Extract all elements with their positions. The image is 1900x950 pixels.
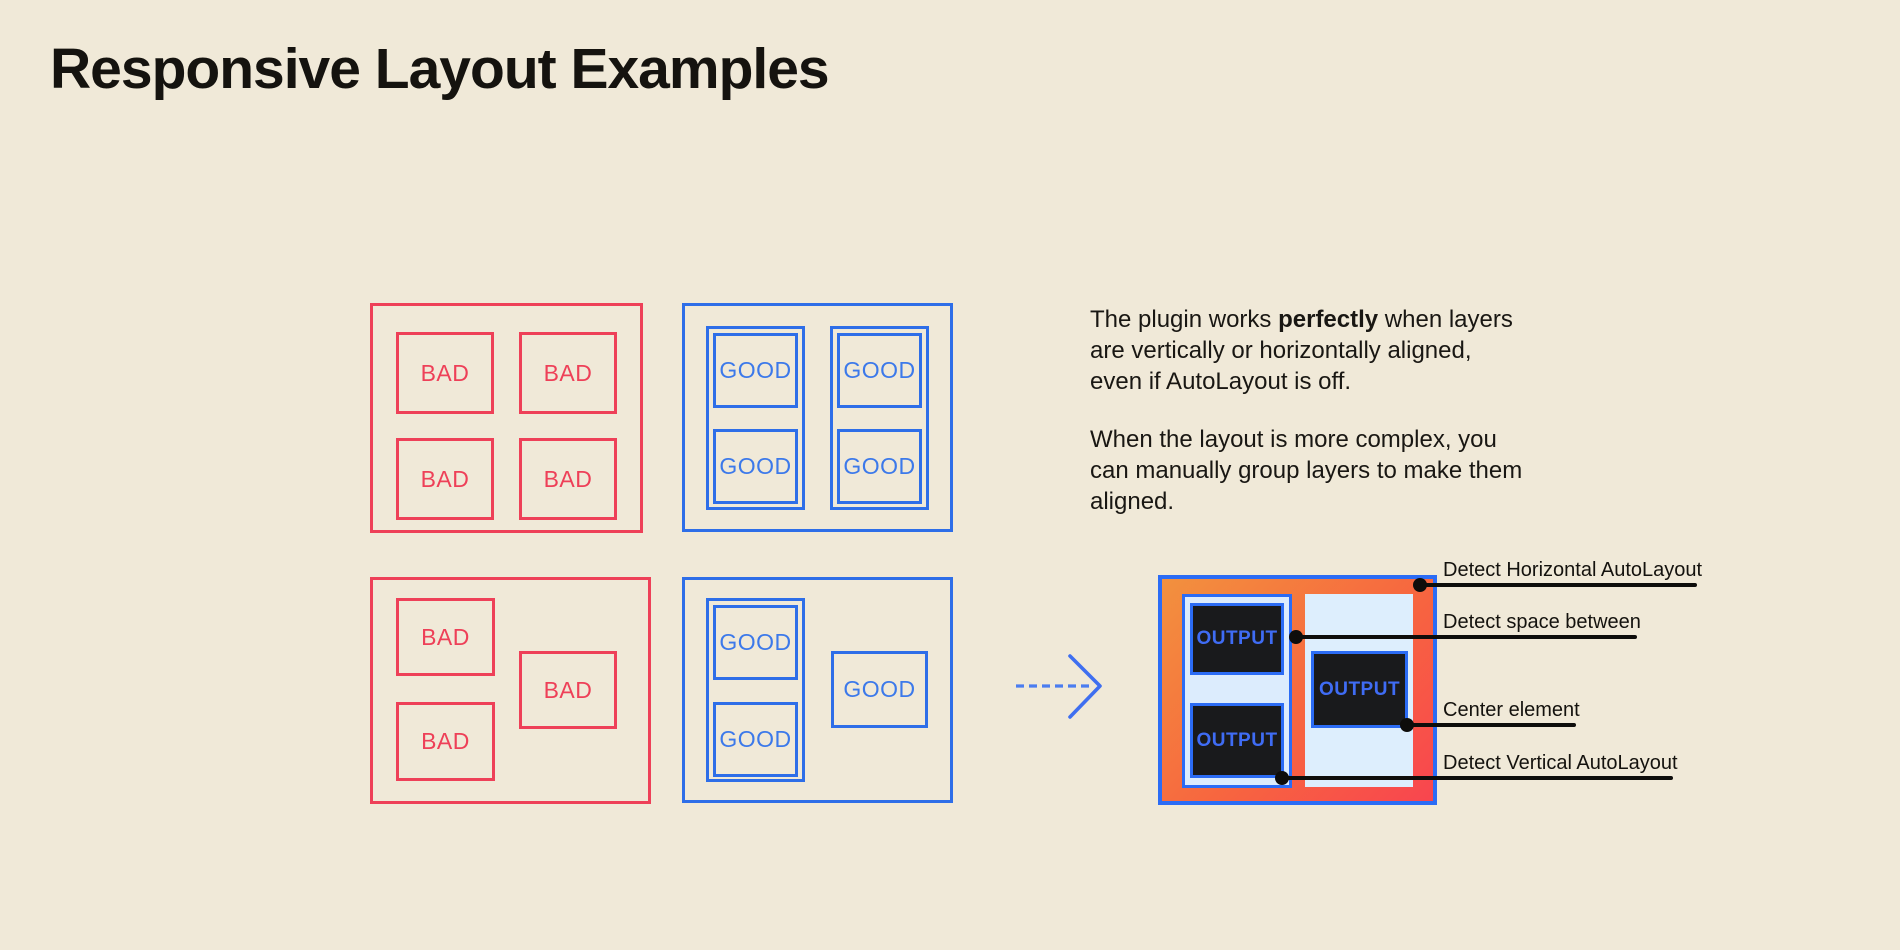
description-paragraph-1: The plugin works perfectly when layers a…: [1090, 304, 1528, 397]
output-label: OUTPUT: [1196, 729, 1278, 751]
bad-box-label: BAD: [421, 728, 470, 754]
arrow-right-icon: [1016, 654, 1102, 719]
bad-box-label: BAD: [420, 465, 470, 492]
good-box-label: GOOD: [843, 453, 916, 479]
good-box: GOOD: [837, 333, 922, 408]
good-box-label: GOOD: [843, 357, 916, 383]
output-box: OUTPUT: [1190, 703, 1284, 778]
good-box: GOOD: [713, 429, 798, 504]
bad-box: BAD: [519, 332, 617, 414]
bad-box-label: BAD: [420, 359, 470, 386]
bad-box: BAD: [396, 598, 495, 676]
bad-box: BAD: [396, 438, 494, 520]
description-segment: The plugin works: [1090, 306, 1279, 333]
bad-box-label: BAD: [543, 676, 593, 703]
good-box-label: GOOD: [719, 629, 792, 655]
output-label: OUTPUT: [1318, 678, 1401, 700]
good-box: GOOD: [713, 702, 798, 777]
annotation-label: Center element: [1443, 699, 1580, 721]
good-box-label: GOOD: [719, 453, 792, 479]
bad-freeform-panel: BAD BAD BAD: [370, 577, 651, 804]
bad-box: BAD: [396, 332, 494, 414]
good-box-label: GOOD: [719, 726, 792, 752]
description-paragraph-2: When the layout is more complex, you can…: [1090, 426, 1523, 515]
result-autolayout-diagram: OUTPUT OUTPUT OUTPUT: [1158, 575, 1437, 805]
annotation-label: Detect Horizontal AutoLayout: [1443, 559, 1703, 581]
good-box-label: GOOD: [843, 676, 916, 702]
good-box: GOOD: [837, 429, 922, 504]
good-group: GOOD GOOD: [706, 598, 805, 782]
good-box: GOOD: [713, 333, 798, 408]
good-group: GOOD GOOD: [830, 326, 929, 510]
bad-box-label: BAD: [421, 623, 470, 650]
good-group: GOOD GOOD: [706, 326, 805, 510]
bad-box-label: BAD: [543, 465, 593, 492]
vertical-autolayout-container: OUTPUT OUTPUT: [1182, 594, 1292, 788]
good-freeform-panel: GOOD GOOD GOOD: [682, 577, 953, 803]
output-box: OUTPUT: [1311, 651, 1408, 728]
bad-box: BAD: [396, 702, 495, 781]
good-grid-panel: GOOD GOOD GOOD GOOD: [682, 303, 953, 532]
bad-grid-panel: BAD BAD BAD BAD: [370, 303, 643, 533]
good-box: GOOD: [831, 651, 928, 728]
callout-line: [1407, 723, 1576, 727]
description-text: The plugin works perfectly when layers a…: [1090, 304, 1528, 517]
output-label: OUTPUT: [1196, 628, 1278, 649]
annotation-label: Detect space between: [1443, 611, 1641, 633]
callout-line: [1420, 583, 1697, 587]
page-title: Responsive Layout Examples: [50, 37, 830, 101]
description-segment: when layers are vertically or horizontal…: [1090, 306, 1513, 395]
bad-box-label: BAD: [543, 359, 593, 386]
output-box: OUTPUT: [1190, 603, 1284, 675]
good-box: GOOD: [713, 605, 798, 680]
description-bold-word: perfectly: [1278, 306, 1379, 333]
bad-box: BAD: [519, 438, 617, 520]
bad-box: BAD: [519, 651, 617, 729]
good-box-label: GOOD: [719, 357, 792, 383]
annotation-label: Detect Vertical AutoLayout: [1443, 752, 1678, 774]
callout-line: [1282, 776, 1673, 780]
callout-line: [1296, 635, 1637, 639]
